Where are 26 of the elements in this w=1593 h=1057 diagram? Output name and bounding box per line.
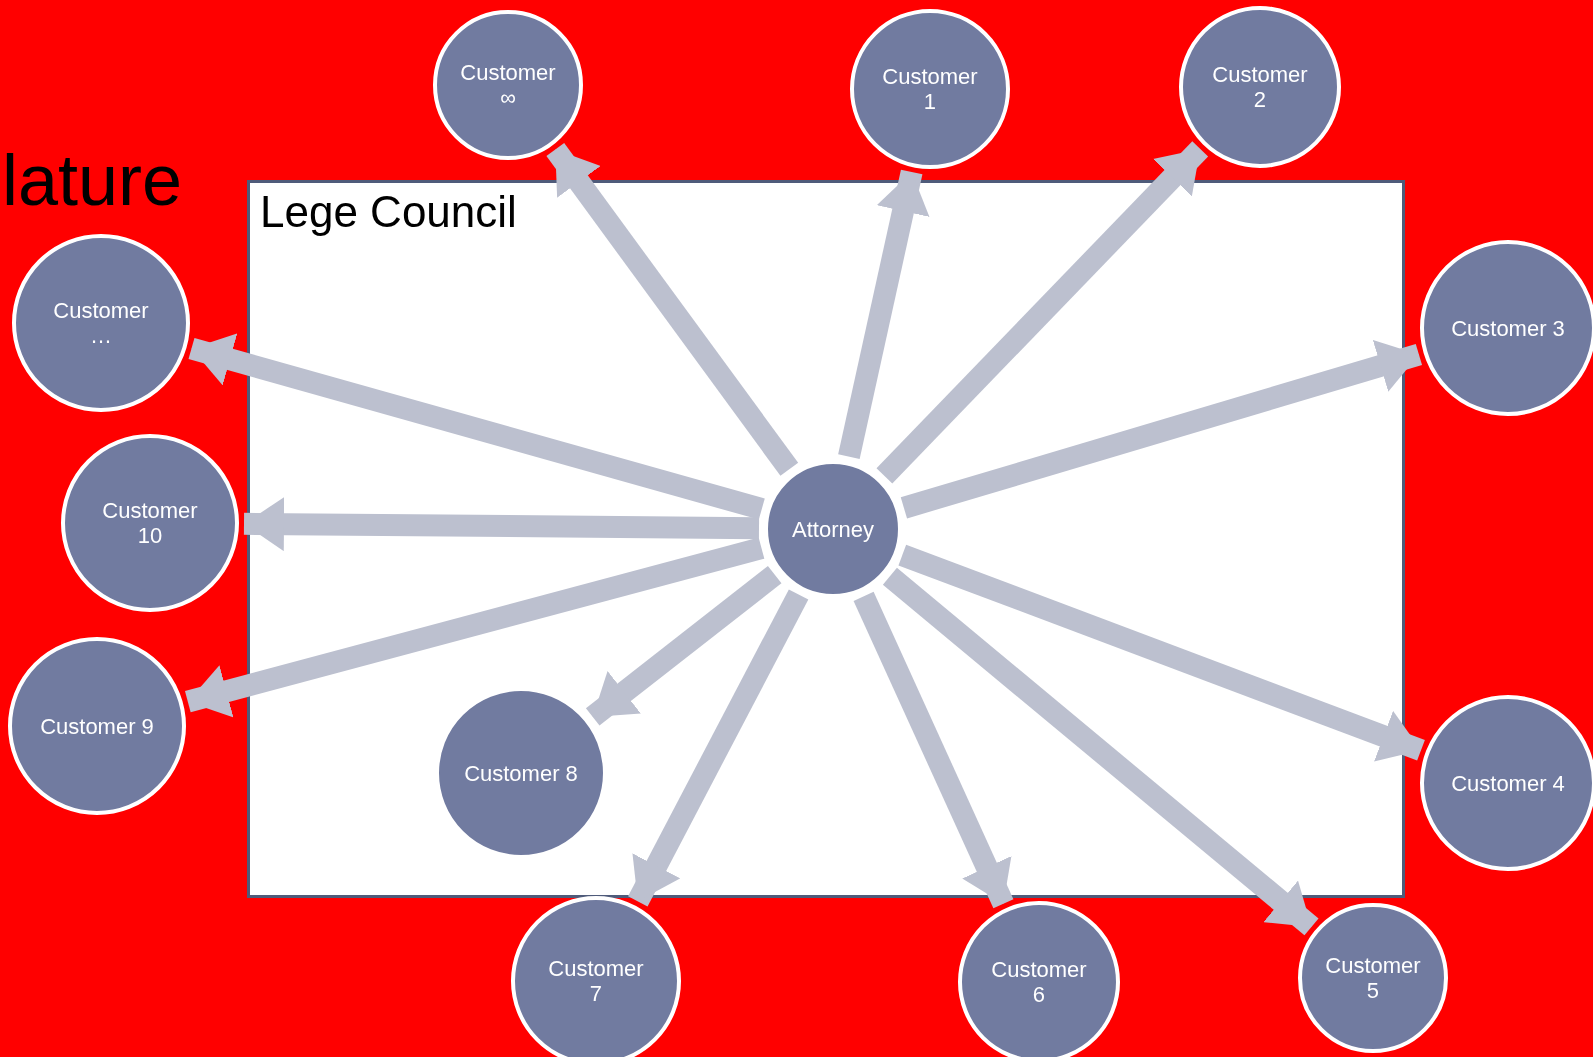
node-label: Customer ∞: [459, 60, 557, 110]
node-label: Customer 1: [881, 64, 979, 114]
block-arrow: [243, 497, 760, 552]
node-label: Customer 9: [39, 713, 155, 739]
node-label: Customer …: [52, 298, 150, 348]
block-arrow: [853, 591, 1014, 909]
block-arrow: [898, 544, 1425, 762]
heading-text: lature: [2, 140, 183, 220]
block-arrow: [585, 565, 782, 726]
node-label: Customer 5: [1324, 953, 1422, 1003]
block-arrow: [876, 141, 1209, 484]
panel-title: Lege Council: [260, 187, 517, 237]
block-arrow: [838, 169, 930, 460]
node-label: Customer 2: [1211, 62, 1309, 112]
block-arrow: [188, 333, 765, 520]
block-arrow: [546, 143, 799, 476]
block-arrow: [184, 537, 765, 718]
node-label: Customer 10: [101, 498, 199, 548]
node-label: Customer 8: [463, 760, 579, 786]
block-arrow: [882, 567, 1319, 936]
block-arrow: [628, 589, 809, 907]
node-label: Customer 6: [990, 957, 1088, 1007]
node-label: Customer 4: [1450, 770, 1566, 796]
node-label: Customer 7: [547, 956, 645, 1006]
node-label: Attorney: [791, 516, 875, 542]
node-label: Customer 3: [1450, 315, 1566, 341]
